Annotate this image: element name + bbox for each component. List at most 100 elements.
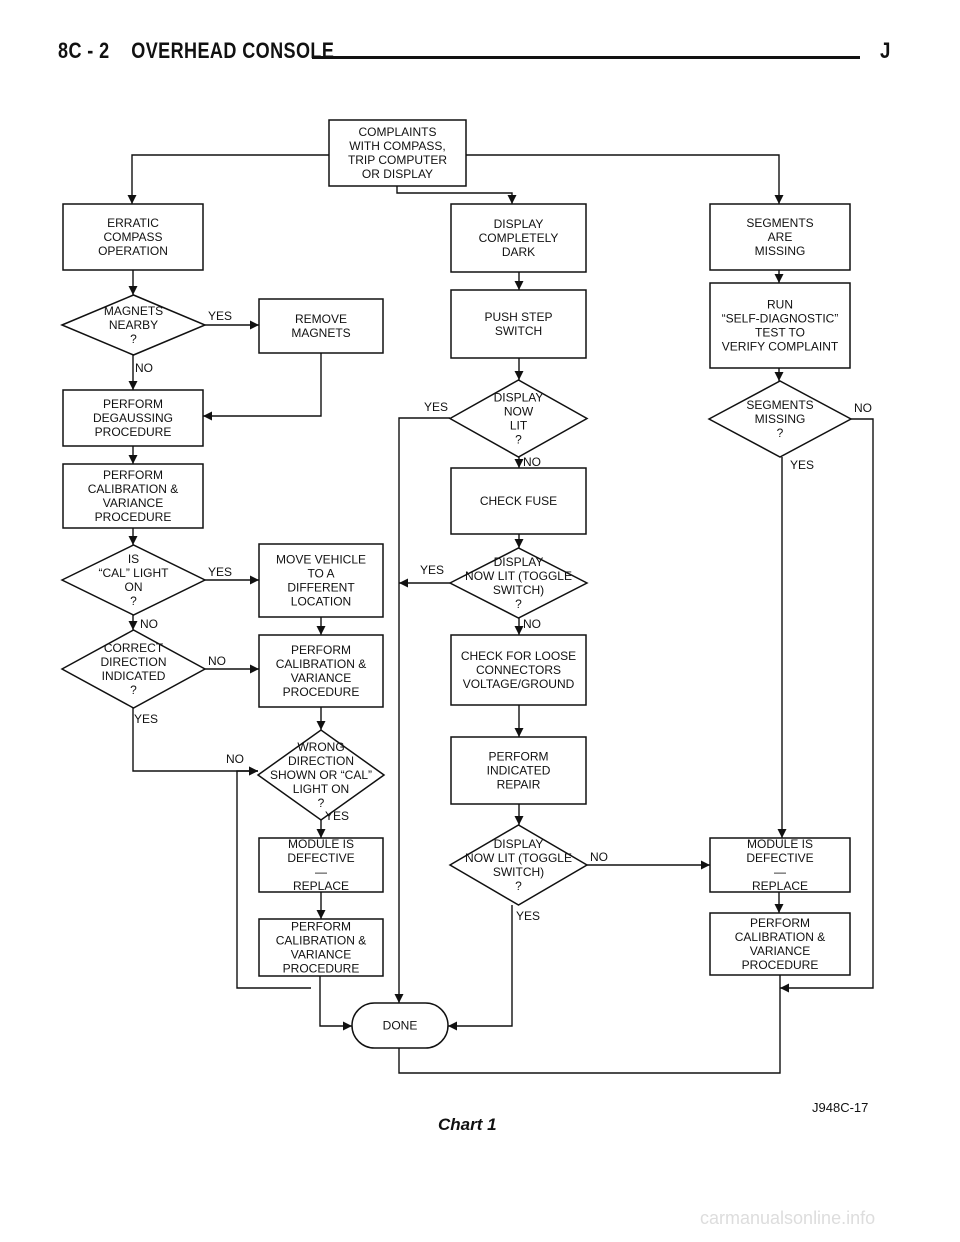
node-text-line: RUN (767, 298, 793, 312)
edge-start-erratic (127, 154, 329, 204)
node-text-line: NOW LIT (TOGGLE (465, 851, 572, 865)
node-text-line: PUSH STEP (484, 310, 552, 324)
node-text-line: REPLACE (293, 879, 349, 893)
node-text-line: COMPASS (103, 230, 162, 244)
edge-start-segments (466, 154, 784, 204)
node-text-line: PROCEDURE (742, 958, 819, 972)
node-text-line: DIRECTION (288, 754, 354, 768)
page-header: 8C - 2 OVERHEAD CONSOLE J (0, 0, 960, 100)
edge-label-yes: YES (208, 309, 232, 323)
node-text-line: PERFORM (291, 643, 351, 657)
node-text-line: “SELF-DIAGNOSTIC” (722, 312, 839, 326)
node-text-line: SWITCH (495, 324, 542, 338)
node-text-line: CHECK FUSE (480, 494, 557, 508)
node-text-line: DARK (502, 245, 535, 259)
edge-label-no: NO (226, 752, 244, 766)
edge-label-no: NO (523, 455, 541, 469)
section-title: OVERHEAD CONSOLE (131, 38, 335, 63)
edge-segq-no (780, 418, 874, 993)
node-text-line: COMPLETELY (479, 231, 559, 245)
watermark: carmanualsonline.info (700, 1208, 876, 1228)
node-text-line: NEARBY (109, 318, 158, 332)
node-text-line: WITH COMPASS, (349, 139, 445, 153)
node-text-line: PROCEDURE (283, 685, 360, 699)
node-text-line: DISPLAY (494, 217, 544, 231)
node-text-line: CALIBRATION & (276, 657, 366, 671)
node-text-line: ? (130, 332, 137, 346)
node-text-line: CONNECTORS (476, 663, 561, 677)
node-text-line: REPLACE (752, 879, 808, 893)
node-text-line: ? (515, 433, 522, 447)
node-text-line: DEFECTIVE (287, 851, 354, 865)
node-text-line: NOW (504, 405, 534, 419)
node-text-line: VARIANCE (291, 671, 351, 685)
node-text-line: REMOVE (295, 312, 347, 326)
node-text-line: LIGHT ON (293, 782, 349, 796)
node-text-line: DIFFERENT (287, 581, 355, 595)
node-text-line: MISSING (755, 412, 806, 426)
node-text-line: PROCEDURE (95, 510, 172, 524)
edge-label-no: NO (590, 850, 608, 864)
section-heading: 8C - 2 OVERHEAD CONSOLE (58, 38, 334, 64)
node-text-line: CORRECT (104, 641, 164, 655)
node-text-line: ? (130, 683, 137, 697)
node-text-line: ? (130, 594, 137, 608)
node-text-line: SEGMENTS (746, 398, 813, 412)
edge-label-no: NO (140, 617, 158, 631)
node-text-line: PERFORM (103, 397, 163, 411)
node-text-line: INDICATED (102, 669, 166, 683)
node-text-line: — (315, 865, 327, 879)
section-number: 8C - 2 (58, 38, 110, 63)
node-text-line: VARIANCE (103, 496, 163, 510)
node-text-line: MISSING (755, 244, 806, 258)
node-text-line: CALIBRATION & (276, 934, 366, 948)
node-text-line: ARE (768, 230, 793, 244)
node-text-line: VERIFY COMPLAINT (722, 340, 839, 354)
edge-label-no: NO (523, 617, 541, 631)
node-text-line: MOVE VEHICLE (276, 553, 366, 567)
edge-label-no: NO (208, 654, 226, 668)
node-text-line: SWITCH) (493, 583, 544, 597)
node-text-line: PERFORM (489, 750, 549, 764)
edge-litq-done (394, 417, 450, 1003)
edge-label-no: NO (854, 401, 872, 415)
flowchart-edges (127, 154, 874, 1074)
node-text-line: TEST TO (755, 326, 805, 340)
node-text-line: CHECK FOR LOOSE (461, 649, 576, 663)
node-text-line: OR DISPLAY (362, 167, 433, 181)
node-text-line: SHOWN OR “CAL” (270, 768, 372, 782)
edge-label-no: NO (135, 361, 153, 375)
node-text-line: DISPLAY (494, 837, 544, 851)
node-text-line: MAGNETS (104, 304, 163, 318)
node-text-line: PERFORM (103, 468, 163, 482)
node-text-line: MODULE IS (747, 837, 813, 851)
node-text-line: ? (318, 796, 325, 810)
node-text-line: LIT (510, 419, 528, 433)
node-check-fuse: CHECK FUSE (450, 467, 587, 535)
node-text-line: “CAL” LIGHT (98, 566, 169, 580)
node-text-line: VARIANCE (750, 944, 810, 958)
node-text-line: ? (515, 597, 522, 611)
node-text-line: PROCEDURE (95, 425, 172, 439)
node-text-line: INDICATED (487, 764, 551, 778)
node-text-line: VARIANCE (291, 948, 351, 962)
edge-label-yes: YES (516, 909, 540, 923)
